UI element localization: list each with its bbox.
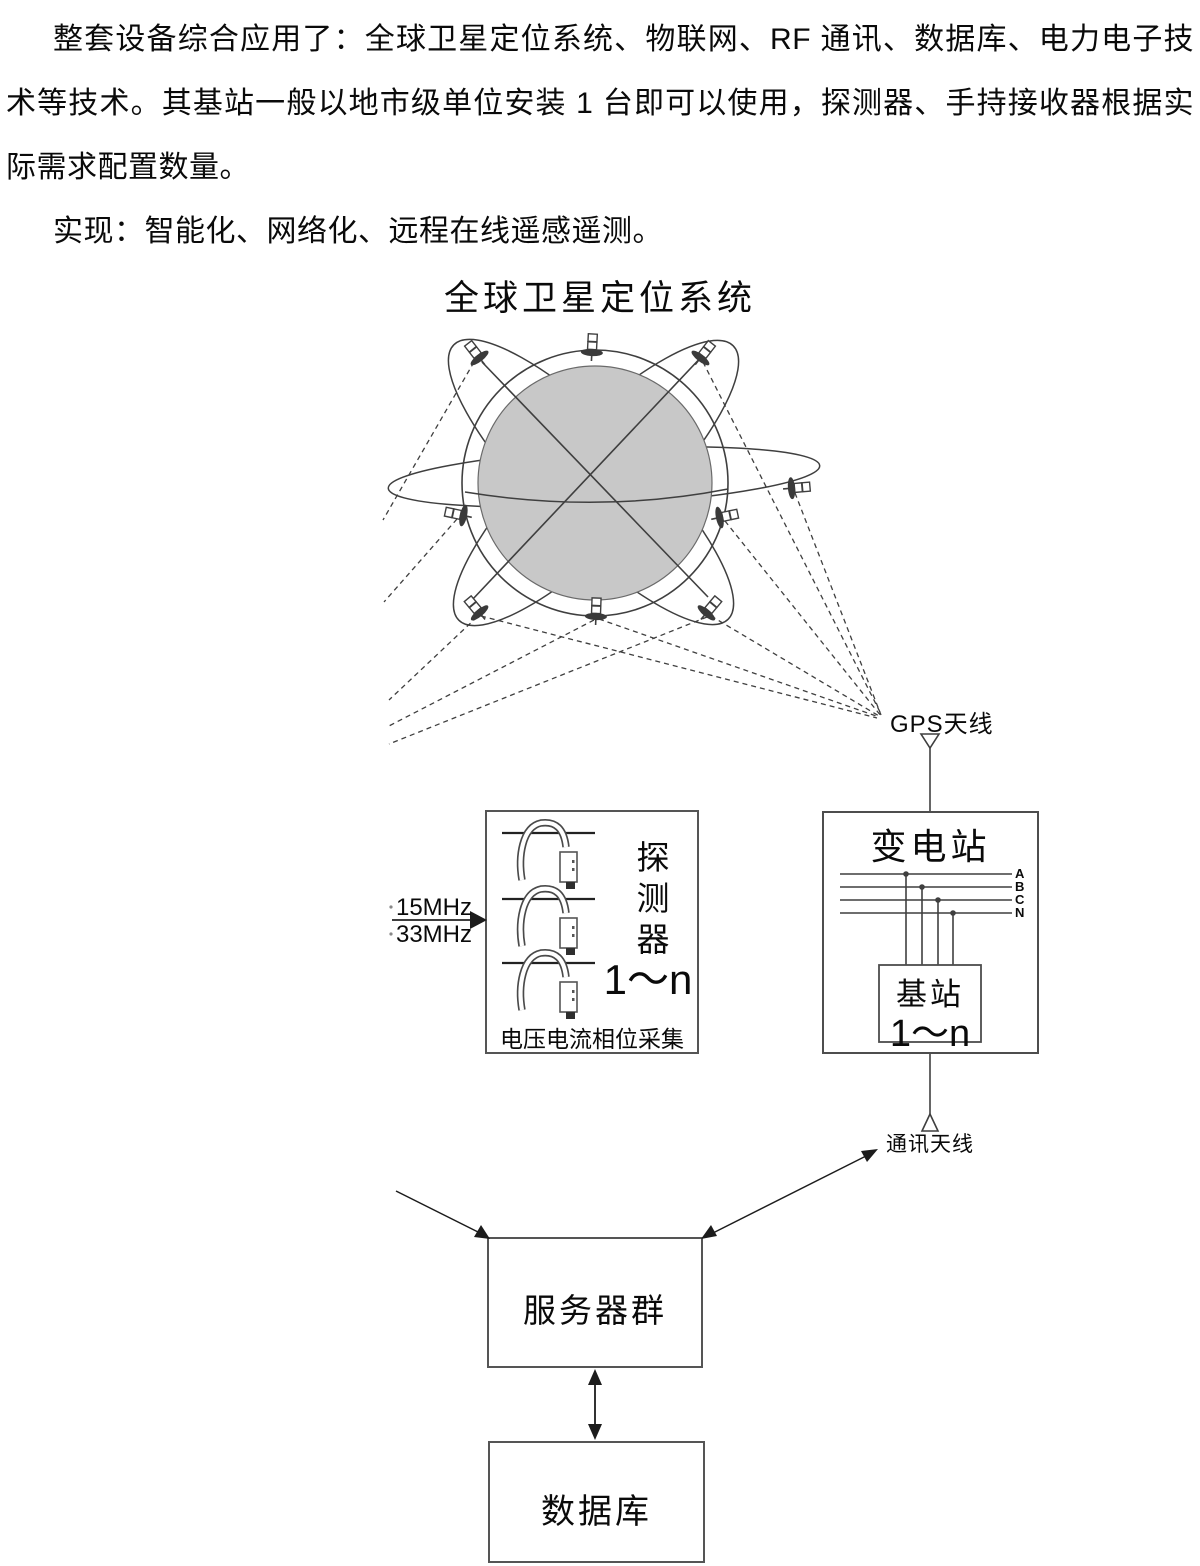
satellite-icon (458, 590, 495, 628)
base-station-range: 1～n (889, 1013, 971, 1055)
bus-junction-dot (903, 871, 909, 877)
bus-label-b: B (1015, 879, 1025, 894)
diagram-title: 全球卫星定位系统 (443, 279, 756, 318)
server-box (487, 1237, 703, 1368)
globe-diagonal-2 (471, 351, 707, 601)
paragraph-equipment: 整套设备综合应用了：全球卫星定位系统、物联网、RF 通讯、数据库、电力电子技术等… (6, 23, 1194, 184)
database-label: 数据库 (541, 1493, 652, 1531)
signal-line (386, 619, 595, 728)
signal-line (794, 492, 882, 716)
substation-box (822, 811, 1039, 1054)
gps-antenna-symbol (919, 733, 941, 811)
base-station-box (878, 964, 982, 1043)
comm-antenna-symbol (920, 1054, 940, 1132)
intro-text: 整套设备综合应用了：全球卫星定位系统、物联网、RF 通讯、数据库、电力电子技术等… (0, 0, 1200, 264)
bus-junction-dot (950, 910, 956, 916)
signal-line (702, 361, 882, 715)
signal-line (382, 361, 475, 521)
signal-line (388, 616, 708, 745)
detector-box (389, 810, 699, 1054)
signal-line (724, 520, 882, 717)
substation-title: 变电站 (870, 826, 991, 867)
base-station-title: 基站 (896, 977, 964, 1012)
frequency-label-15mhz: 15MHz (395, 894, 472, 921)
signal-line (388, 616, 478, 701)
satellite-icon (579, 332, 605, 363)
gps-antenna-label: GPS天线 (890, 711, 994, 738)
gps-signal-lines (382, 361, 882, 745)
detector-range: 1～n (603, 956, 693, 1003)
globe-group (387, 338, 821, 627)
comm-antenna-label: 通讯天线 (886, 1133, 974, 1156)
flow-arrows (395, 1149, 878, 1440)
bus-junction-dot (935, 897, 941, 903)
clamp-sensor-unit (502, 948, 595, 1019)
signal-line (480, 615, 878, 719)
frequency-arrow (389, 905, 487, 936)
signal-line (383, 518, 458, 603)
globe-diagonal-1 (481, 361, 709, 598)
equatorial-front-arc (464, 488, 729, 504)
bus-label-c: C (1015, 892, 1025, 907)
signal-line (598, 618, 880, 718)
database-box (488, 1441, 705, 1563)
bus-label-n: N (1015, 905, 1025, 920)
frequency-label-33mhz: 33MHz (395, 921, 472, 948)
paragraph-realize: 实现：智能化、网络化、远程在线遥感遥测。 (53, 215, 663, 248)
satellite-icon (708, 502, 741, 531)
satellite-icon (583, 596, 609, 627)
detector-title: 探测器 (632, 840, 669, 963)
clamp-sensor-unit (502, 818, 595, 889)
clamp-sensor-unit (502, 884, 595, 955)
detector-caption: 电压电流相位采集 (500, 1026, 684, 1052)
satellite-icon (458, 335, 495, 373)
bus-label-a: A (1015, 866, 1025, 881)
server-cluster-label: 服务器群 (523, 1292, 667, 1329)
signal-line (710, 615, 880, 717)
bus-junction-dot (919, 884, 925, 890)
